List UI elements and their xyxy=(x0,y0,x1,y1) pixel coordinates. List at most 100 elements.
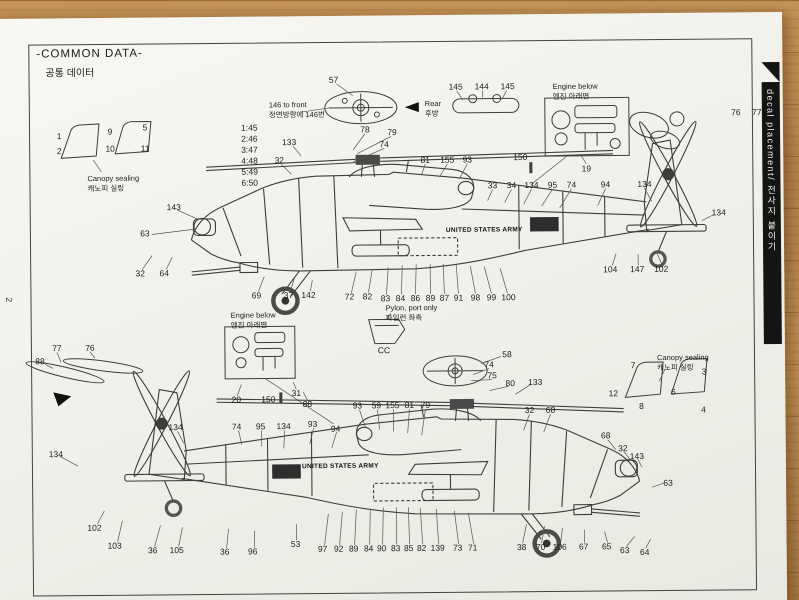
part-number-callout: 2 xyxy=(56,146,62,157)
part-number-callout: 82 xyxy=(362,291,373,302)
part-number-callout: 134 xyxy=(48,449,63,460)
part-number-callout: 92 xyxy=(333,543,344,554)
part-number-callout: 139 xyxy=(430,542,445,553)
part-number-callout: 4 xyxy=(701,404,706,415)
tail-rotor-blades-detail xyxy=(25,351,144,384)
canopy-panels-top-left xyxy=(60,121,152,159)
part-number-callout: 68 xyxy=(600,430,611,441)
part-number-callout: 68 xyxy=(545,404,556,415)
part-number-callout: 99 xyxy=(486,292,497,303)
canopy-panels-bottom-right xyxy=(624,358,708,398)
part-number-callout: 81 xyxy=(420,154,431,165)
part-number-callout: 9 xyxy=(107,126,113,137)
part-number-callout: 105 xyxy=(169,544,184,556)
part-number-callout: 89 xyxy=(425,292,436,303)
part-number-callout: 134 xyxy=(711,207,726,218)
part-number-callout: 82 xyxy=(416,542,427,553)
part-number-callout: 150 xyxy=(513,151,528,163)
part-number-callout: 53 xyxy=(290,538,301,550)
part-number-callout: 11 xyxy=(140,143,150,154)
part-number-callout: 74 xyxy=(566,179,577,190)
part-number-callout: 134 xyxy=(168,421,183,433)
part-number-callout: 32 xyxy=(135,268,146,279)
part-number-callout: 102 xyxy=(654,263,669,274)
part-number-callout: 97 xyxy=(317,543,328,554)
part-number-callout: 145 xyxy=(448,81,463,92)
part-number-callout: 106 xyxy=(552,541,567,552)
part-number-callout: 76 xyxy=(731,107,741,118)
engine-below-detail-top xyxy=(529,96,685,185)
part-number-callout: 36 xyxy=(219,546,230,557)
part-number-callout: 77 xyxy=(52,343,62,354)
part-number-callout: 83 xyxy=(390,543,401,554)
part-number-callout: 133 xyxy=(281,136,297,148)
part-number-callout: 70 xyxy=(535,541,546,552)
part-number-callout: 150 xyxy=(261,394,276,405)
part-number-callout: 96 xyxy=(247,546,258,557)
direction-arrow-bottom-left xyxy=(53,392,72,407)
part-number-callout: 8 xyxy=(639,400,644,412)
part-number-callout: 36 xyxy=(147,545,158,556)
part-number-callout: 74 xyxy=(484,359,494,370)
part-number-callout: 147 xyxy=(630,263,645,275)
part-number-callout: 72 xyxy=(344,291,355,302)
part-number-callout: 94 xyxy=(600,179,611,190)
rotor-head-top-view-bottom xyxy=(422,355,502,387)
part-number-callout: 74 xyxy=(231,421,242,432)
part-number-callout: 83 xyxy=(380,293,391,304)
part-number-callout: 32 xyxy=(274,155,285,166)
part-number-callout: 79 xyxy=(387,127,397,138)
part-number-callout: 57 xyxy=(328,74,339,85)
part-number-callout: 93 xyxy=(462,154,473,165)
part-number-callout: 95 xyxy=(255,421,266,432)
part-number-callout: 33 xyxy=(487,180,498,191)
part-number-callout: 58 xyxy=(502,349,512,360)
part-number-callout: 98 xyxy=(470,292,481,303)
part-number-callout: 155 xyxy=(440,154,455,165)
part-number-callout: 90 xyxy=(376,543,387,554)
part-number-callout: 63 xyxy=(663,477,673,488)
part-number-callout: 103 xyxy=(107,540,122,551)
part-number-callout: 93 xyxy=(307,418,318,429)
part-number-callout: 20 xyxy=(231,394,242,405)
part-number-callout: 93 xyxy=(352,400,363,411)
part-number-callout: 102 xyxy=(87,522,102,533)
part-number-callout: 75 xyxy=(487,370,497,381)
part-number-callout: 134 xyxy=(524,179,539,191)
part-number-callout: 77 xyxy=(752,106,762,118)
rotor-head-top-view xyxy=(300,83,398,125)
part-number-callout: 143 xyxy=(629,450,645,462)
part-number-callout: 134 xyxy=(637,178,652,190)
part-number-callout: 10 xyxy=(105,143,115,154)
leader-lines-top xyxy=(92,133,714,295)
part-number-callout: 64 xyxy=(159,268,170,279)
part-number-callout: 133 xyxy=(528,376,543,387)
part-number-callout: 89 xyxy=(348,543,359,554)
part-number-callout: 32 xyxy=(618,443,628,454)
part-number-callout: 31 xyxy=(291,387,302,399)
part-number-callout: 1 xyxy=(56,131,62,142)
part-number-callout: 76 xyxy=(85,342,95,353)
part-number-callout: 86 xyxy=(410,292,421,304)
part-number-callout: 84 xyxy=(395,293,406,304)
part-number-callout: 63 xyxy=(140,228,150,239)
part-number-callout: 144 xyxy=(474,81,489,92)
instruction-sheet: -COMMON DATA- 공통 데이터 2 decal placement/ … xyxy=(0,12,788,600)
part-number-callout: 64 xyxy=(639,546,650,558)
part-number-callout: 88 xyxy=(302,398,313,409)
rear-direction-arrow xyxy=(404,102,419,113)
part-number-callout: 84 xyxy=(363,543,374,554)
pylon-detail xyxy=(368,313,406,345)
part-number-callout: 142 xyxy=(301,289,316,300)
part-number-callout: 73 xyxy=(452,542,463,553)
part-number-callout: 87 xyxy=(439,292,450,303)
